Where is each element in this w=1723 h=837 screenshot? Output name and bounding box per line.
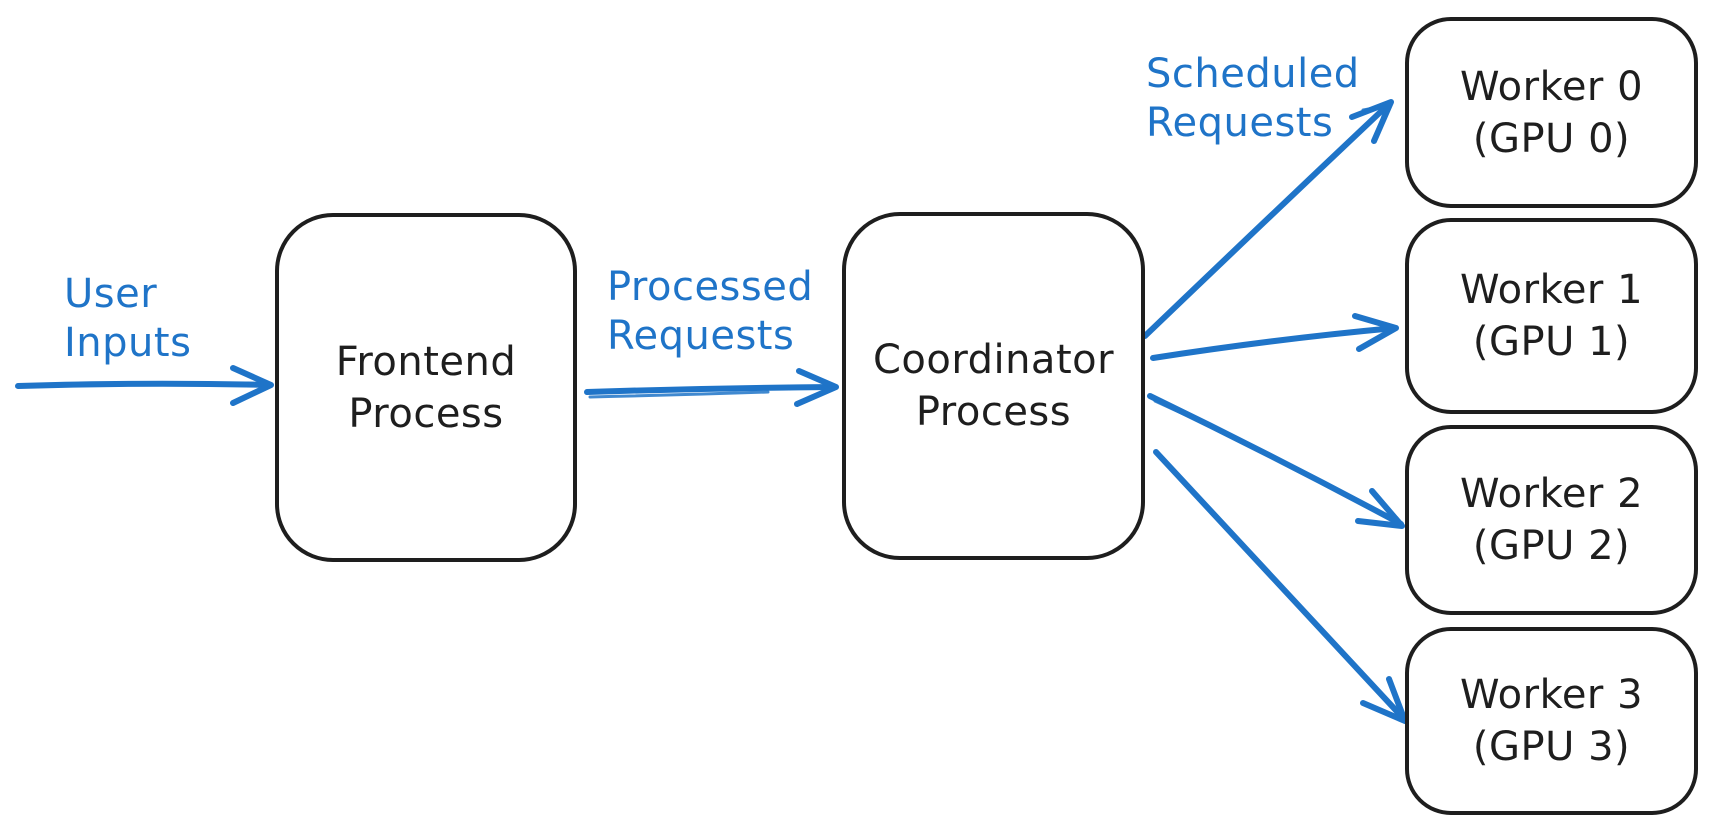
frontend-process-label: Frontend Process bbox=[336, 336, 517, 440]
worker-2-label: Worker 2 (GPU 2) bbox=[1460, 468, 1643, 572]
label-line: Requests bbox=[1146, 100, 1334, 146]
label-line: Worker 3 bbox=[1459, 672, 1644, 718]
label-line: Inputs bbox=[64, 320, 192, 366]
scheduled-arrow-worker-2 bbox=[1147, 393, 1405, 529]
processed-requests-arrow bbox=[584, 368, 839, 407]
label-line: Worker 0 bbox=[1459, 63, 1644, 110]
label-line: Worker 2 bbox=[1459, 471, 1644, 517]
coordinator-process-box: Coordinator Process bbox=[842, 212, 1145, 560]
worker-1-box: Worker 1 (GPU 1) bbox=[1405, 218, 1698, 414]
label-line: Worker 1 bbox=[1459, 267, 1644, 313]
label-line: Process bbox=[348, 390, 504, 437]
worker-1-label: Worker 1 (GPU 1) bbox=[1460, 264, 1643, 368]
worker-0-label: Worker 0 (GPU 0) bbox=[1460, 61, 1643, 165]
label-line: Processed bbox=[607, 264, 814, 310]
scheduled-arrow-worker-1 bbox=[1150, 313, 1399, 361]
label-line: (GPU 3) bbox=[1472, 724, 1631, 770]
worker-3-box: Worker 3 (GPU 3) bbox=[1405, 627, 1698, 815]
worker-2-box: Worker 2 (GPU 2) bbox=[1405, 425, 1698, 615]
user-inputs-arrow bbox=[15, 365, 274, 406]
label-line: Requests bbox=[607, 313, 795, 359]
label-line: Frontend bbox=[335, 338, 517, 385]
label-line: Process bbox=[915, 389, 1072, 435]
scheduled-requests-label: Scheduled Requests bbox=[1146, 50, 1360, 148]
label-line: Scheduled bbox=[1146, 51, 1360, 97]
label-line: Coordinator bbox=[872, 337, 1115, 383]
worker-0-box: Worker 0 (GPU 0) bbox=[1405, 17, 1698, 208]
label-line: (GPU 2) bbox=[1472, 523, 1631, 569]
processed-requests-label: Processed Requests bbox=[607, 263, 813, 361]
frontend-process-box: Frontend Process bbox=[275, 213, 577, 562]
label-line: (GPU 0) bbox=[1472, 115, 1631, 162]
label-line: (GPU 1) bbox=[1472, 319, 1631, 365]
scheduled-arrow-worker-3 bbox=[1153, 449, 1408, 724]
worker-3-label: Worker 3 (GPU 3) bbox=[1460, 669, 1643, 773]
label-line: User bbox=[64, 271, 158, 317]
scheduled-arrow-worker-0 bbox=[1142, 99, 1394, 339]
coordinator-process-label: Coordinator Process bbox=[873, 334, 1114, 438]
user-inputs-label: User Inputs bbox=[64, 270, 191, 368]
